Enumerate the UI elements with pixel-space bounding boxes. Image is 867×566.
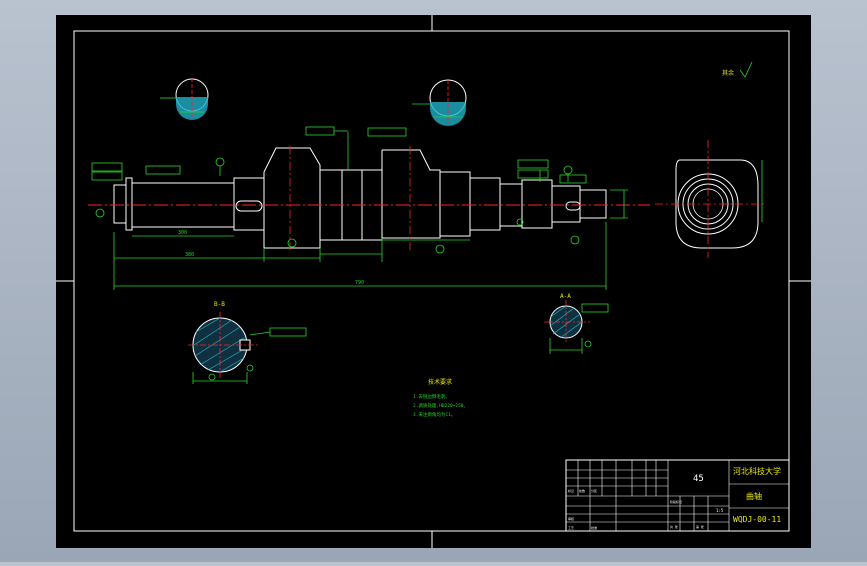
svg-text:分区: 分区 bbox=[591, 488, 597, 493]
part-name: 曲轴 bbox=[746, 491, 762, 501]
roughness-label: 其余 bbox=[722, 69, 734, 77]
dimension-lines bbox=[91, 126, 628, 290]
tech-req-item-1: 1.去锐边倒毛刺。 bbox=[413, 393, 450, 400]
tech-req-title: 技术要求 bbox=[428, 378, 452, 386]
svg-text:处数: 处数 bbox=[579, 488, 585, 493]
svg-text:阶段标记: 阶段标记 bbox=[670, 499, 682, 504]
svg-text:批准: 批准 bbox=[591, 525, 597, 530]
svg-text:标记: 标记 bbox=[568, 488, 574, 493]
detail-view-1 bbox=[160, 78, 209, 120]
side-view bbox=[655, 140, 765, 258]
svg-text:审核: 审核 bbox=[568, 516, 574, 521]
section-aa: A-A bbox=[544, 293, 609, 354]
technical-requirements: 技术要求 1.去锐边倒毛刺。 2.调质处理,HB220~250。 3.未注倒角均… bbox=[413, 378, 468, 418]
dim-380: 380 bbox=[185, 252, 194, 258]
svg-text:工艺: 工艺 bbox=[568, 525, 574, 530]
dim-300: 300 bbox=[178, 230, 187, 236]
tech-req-item-2: 2.调质处理,HB220~250。 bbox=[413, 402, 468, 409]
section-bb-label: B-B bbox=[214, 301, 225, 308]
svg-text:第 张: 第 张 bbox=[696, 524, 704, 529]
svg-text:共 张: 共 张 bbox=[670, 524, 678, 529]
section-bb: B-B bbox=[188, 301, 307, 384]
detail-view-2 bbox=[412, 79, 467, 126]
drawing-sheet bbox=[56, 15, 811, 548]
school-name: 河北科技大学 bbox=[733, 466, 781, 476]
drawing-number: WQDJ-00-11 bbox=[733, 515, 781, 524]
dimension-values: 790 380 300 bbox=[178, 230, 364, 286]
material: 45 bbox=[693, 474, 704, 484]
tech-req-item-3: 3.未注倒角均为C1。 bbox=[413, 411, 455, 418]
scale: 1:5 bbox=[716, 508, 724, 513]
frame-center-marks bbox=[56, 15, 811, 548]
section-aa-label: A-A bbox=[560, 293, 571, 300]
dim-overall-length: 790 bbox=[355, 280, 364, 286]
title-block: 标记处数 分区 审核工艺 批准 阶段标记共 张 第 张 45 河北科技大学 曲轴 WQ… bbox=[565, 459, 790, 532]
roughness-note: 其余 bbox=[722, 61, 753, 78]
